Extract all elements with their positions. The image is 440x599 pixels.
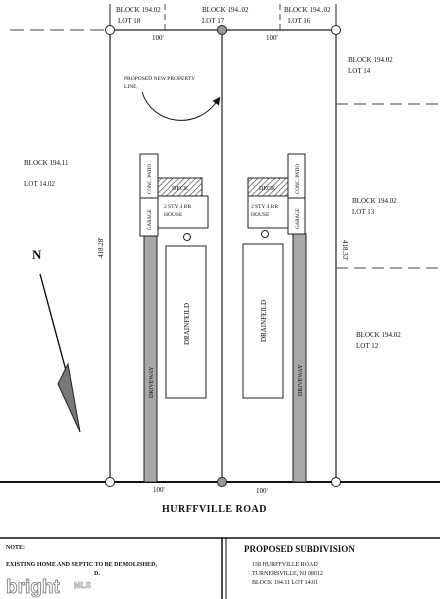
right-drainfield [242, 243, 284, 399]
proposed-line-label-2: LINE [124, 84, 137, 90]
right-house-label-2: HOUSE [251, 212, 270, 218]
title-block-block-lot: BLOCK 194.11 LOT 14.01 [252, 580, 318, 586]
lot-13-block: BLOCK 194.02 [352, 197, 397, 205]
dim-bottom-left: 100' [153, 486, 165, 494]
left-house [157, 195, 209, 229]
dim-bottom-right: 100' [256, 487, 268, 495]
lot-18-block: BLOCK 194.02 [116, 6, 161, 14]
lot-14-block: BLOCK 194.02 [348, 56, 393, 64]
dim-depth-left: 418.28' [97, 237, 105, 258]
north-arrow-head [57, 362, 81, 433]
left-deck-label: DECK [172, 186, 189, 192]
lot-13-number: LOT 13 [352, 208, 375, 216]
bright-mls-watermark: bright MLS [6, 577, 92, 599]
dim-depth-right: 418.33' [341, 240, 349, 261]
left-lot-structures: GARAGE CONC. PATIO DECK 2 STY 4 BR HOUSE… [139, 153, 209, 483]
title-block-address-1: 158 HURFFVILLE ROAD [252, 562, 318, 568]
lot-18-number: LOT 18 [118, 17, 141, 25]
left-patio [139, 153, 159, 199]
proposed-line-label-1: PROPOSED NEW PROPERTY [124, 76, 195, 82]
right-driveway-label: DRIVEWAY [298, 364, 304, 396]
right-septic-cleanout [261, 230, 269, 238]
right-lot-structures: CONC. PATIO GARAGE DECK 2 STY 4 BR HOUSE… [242, 153, 307, 483]
right-patio-label: CONC. PATIO [296, 164, 301, 194]
lot-12-block: BLOCK 194.02 [356, 331, 401, 339]
note-text: EXISTING HOME AND SEPTIC TO BE DEMOLISHE… [6, 562, 157, 568]
monument-top-center [217, 25, 227, 35]
left-house-label-2: HOUSE [164, 212, 183, 218]
watermark-bright: bright [6, 577, 60, 598]
note-heading: NOTE: [6, 545, 25, 551]
dim-top-left: 100' [152, 34, 164, 42]
lot-16-block: BLOCK 194..02 [284, 6, 331, 14]
dim-top-right: 100' [266, 34, 278, 42]
left-neighbor-block: BLOCK 194.11 [24, 159, 69, 167]
north-arrow-letter: N [32, 247, 42, 262]
lot-16-number: LOT 16 [288, 17, 311, 25]
lot-17-block: BLOCK 194..02 [202, 6, 249, 14]
lot-14-number: LOT 14 [348, 67, 371, 75]
road-name: HURFFVILLE ROAD [162, 504, 267, 515]
right-drainfield-label: DRAINFEILD [260, 300, 268, 342]
north-arrow: N [32, 247, 81, 433]
lot-12-number: LOT 12 [356, 342, 379, 350]
lot-17-number: LOT 17 [202, 17, 225, 25]
monument-top-left [105, 25, 115, 35]
left-driveway [143, 235, 158, 483]
monument-bottom-left [105, 477, 115, 487]
title-block-title: PROPOSED SUBDIVISION [244, 544, 355, 554]
monument-top-right [331, 25, 341, 35]
monument-bottom-right [331, 477, 341, 487]
proposed-line-arrow [141, 91, 221, 121]
left-drainfield [165, 245, 207, 399]
right-house-label-1: 2 STY 4 BR [251, 204, 278, 210]
left-house-label-1: 2 STY 4 BR [164, 204, 191, 210]
note-text-2: D. [94, 571, 100, 577]
watermark-mls: MLS [74, 581, 92, 590]
right-garage-label: GARAGE [296, 208, 301, 229]
left-driveway-label: DRIVEWAY [149, 366, 155, 398]
right-driveway [292, 233, 307, 483]
left-neighbor-lot: LOT 14.02 [24, 180, 55, 188]
left-drainfield-label: DRAINFEILD [183, 303, 191, 345]
title-block-address-2: TURNERSVILLE, NJ 08012 [252, 571, 323, 577]
left-garage-label: GARAGE [148, 209, 153, 230]
right-house [247, 195, 289, 229]
left-patio-label: CONC. PATIO [148, 164, 153, 194]
north-arrow-shaft [39, 273, 69, 379]
right-deck-label: DECK [259, 186, 276, 192]
left-septic-cleanout [183, 233, 191, 241]
monument-bottom-center [217, 477, 227, 487]
